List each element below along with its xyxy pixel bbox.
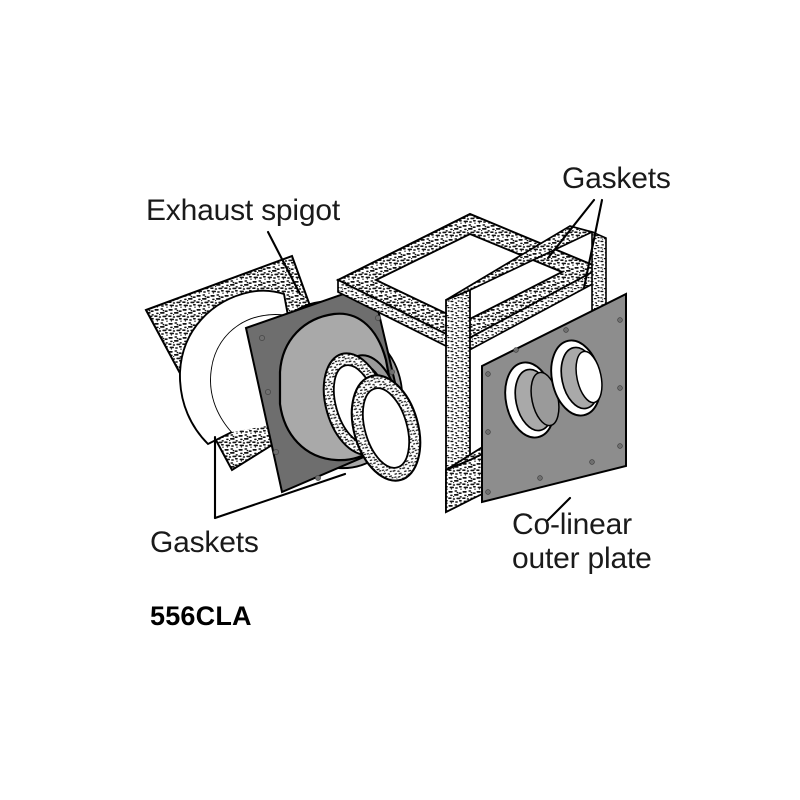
- screw: [265, 389, 271, 395]
- co-linear-outer-plate: [481, 292, 627, 504]
- screw: [537, 475, 543, 481]
- screw: [485, 371, 491, 377]
- screw: [485, 429, 491, 435]
- collar-right: [550, 339, 603, 417]
- label-gaskets-bottom-left: Gaskets: [150, 526, 259, 559]
- screw: [617, 443, 623, 449]
- screw: [589, 459, 595, 465]
- screw: [513, 347, 519, 353]
- leader-co-linear: [546, 496, 572, 522]
- exhaust-spigot-assembly: [244, 282, 422, 494]
- label-exhaust-spigot: Exhaust spigot: [146, 194, 341, 227]
- screw: [617, 317, 623, 323]
- screw: [375, 315, 381, 321]
- collar-left: [504, 361, 560, 439]
- leader-gaskets-bottom-b: [213, 472, 347, 520]
- screw: [617, 385, 623, 391]
- label-gaskets-top-right: Gaskets: [562, 162, 671, 195]
- leader-lines: [213, 198, 604, 522]
- leader-gaskets-top-b: [582, 198, 604, 290]
- ring-gasket-outer: [350, 374, 422, 482]
- leader-exhaust-spigot: [266, 230, 302, 296]
- screw: [563, 327, 569, 333]
- screw: [315, 475, 321, 481]
- screw: [485, 489, 491, 495]
- leader-gaskets-top-a: [546, 198, 596, 260]
- screw: [259, 335, 265, 341]
- screw: [273, 449, 279, 455]
- label-co-linear-line1: Co-linear: [512, 508, 632, 541]
- square-gasket-top: [335, 212, 603, 356]
- screw: [389, 369, 395, 375]
- label-co-linear-line2: outer plate: [512, 542, 652, 575]
- part-number: 556CLA: [150, 601, 252, 631]
